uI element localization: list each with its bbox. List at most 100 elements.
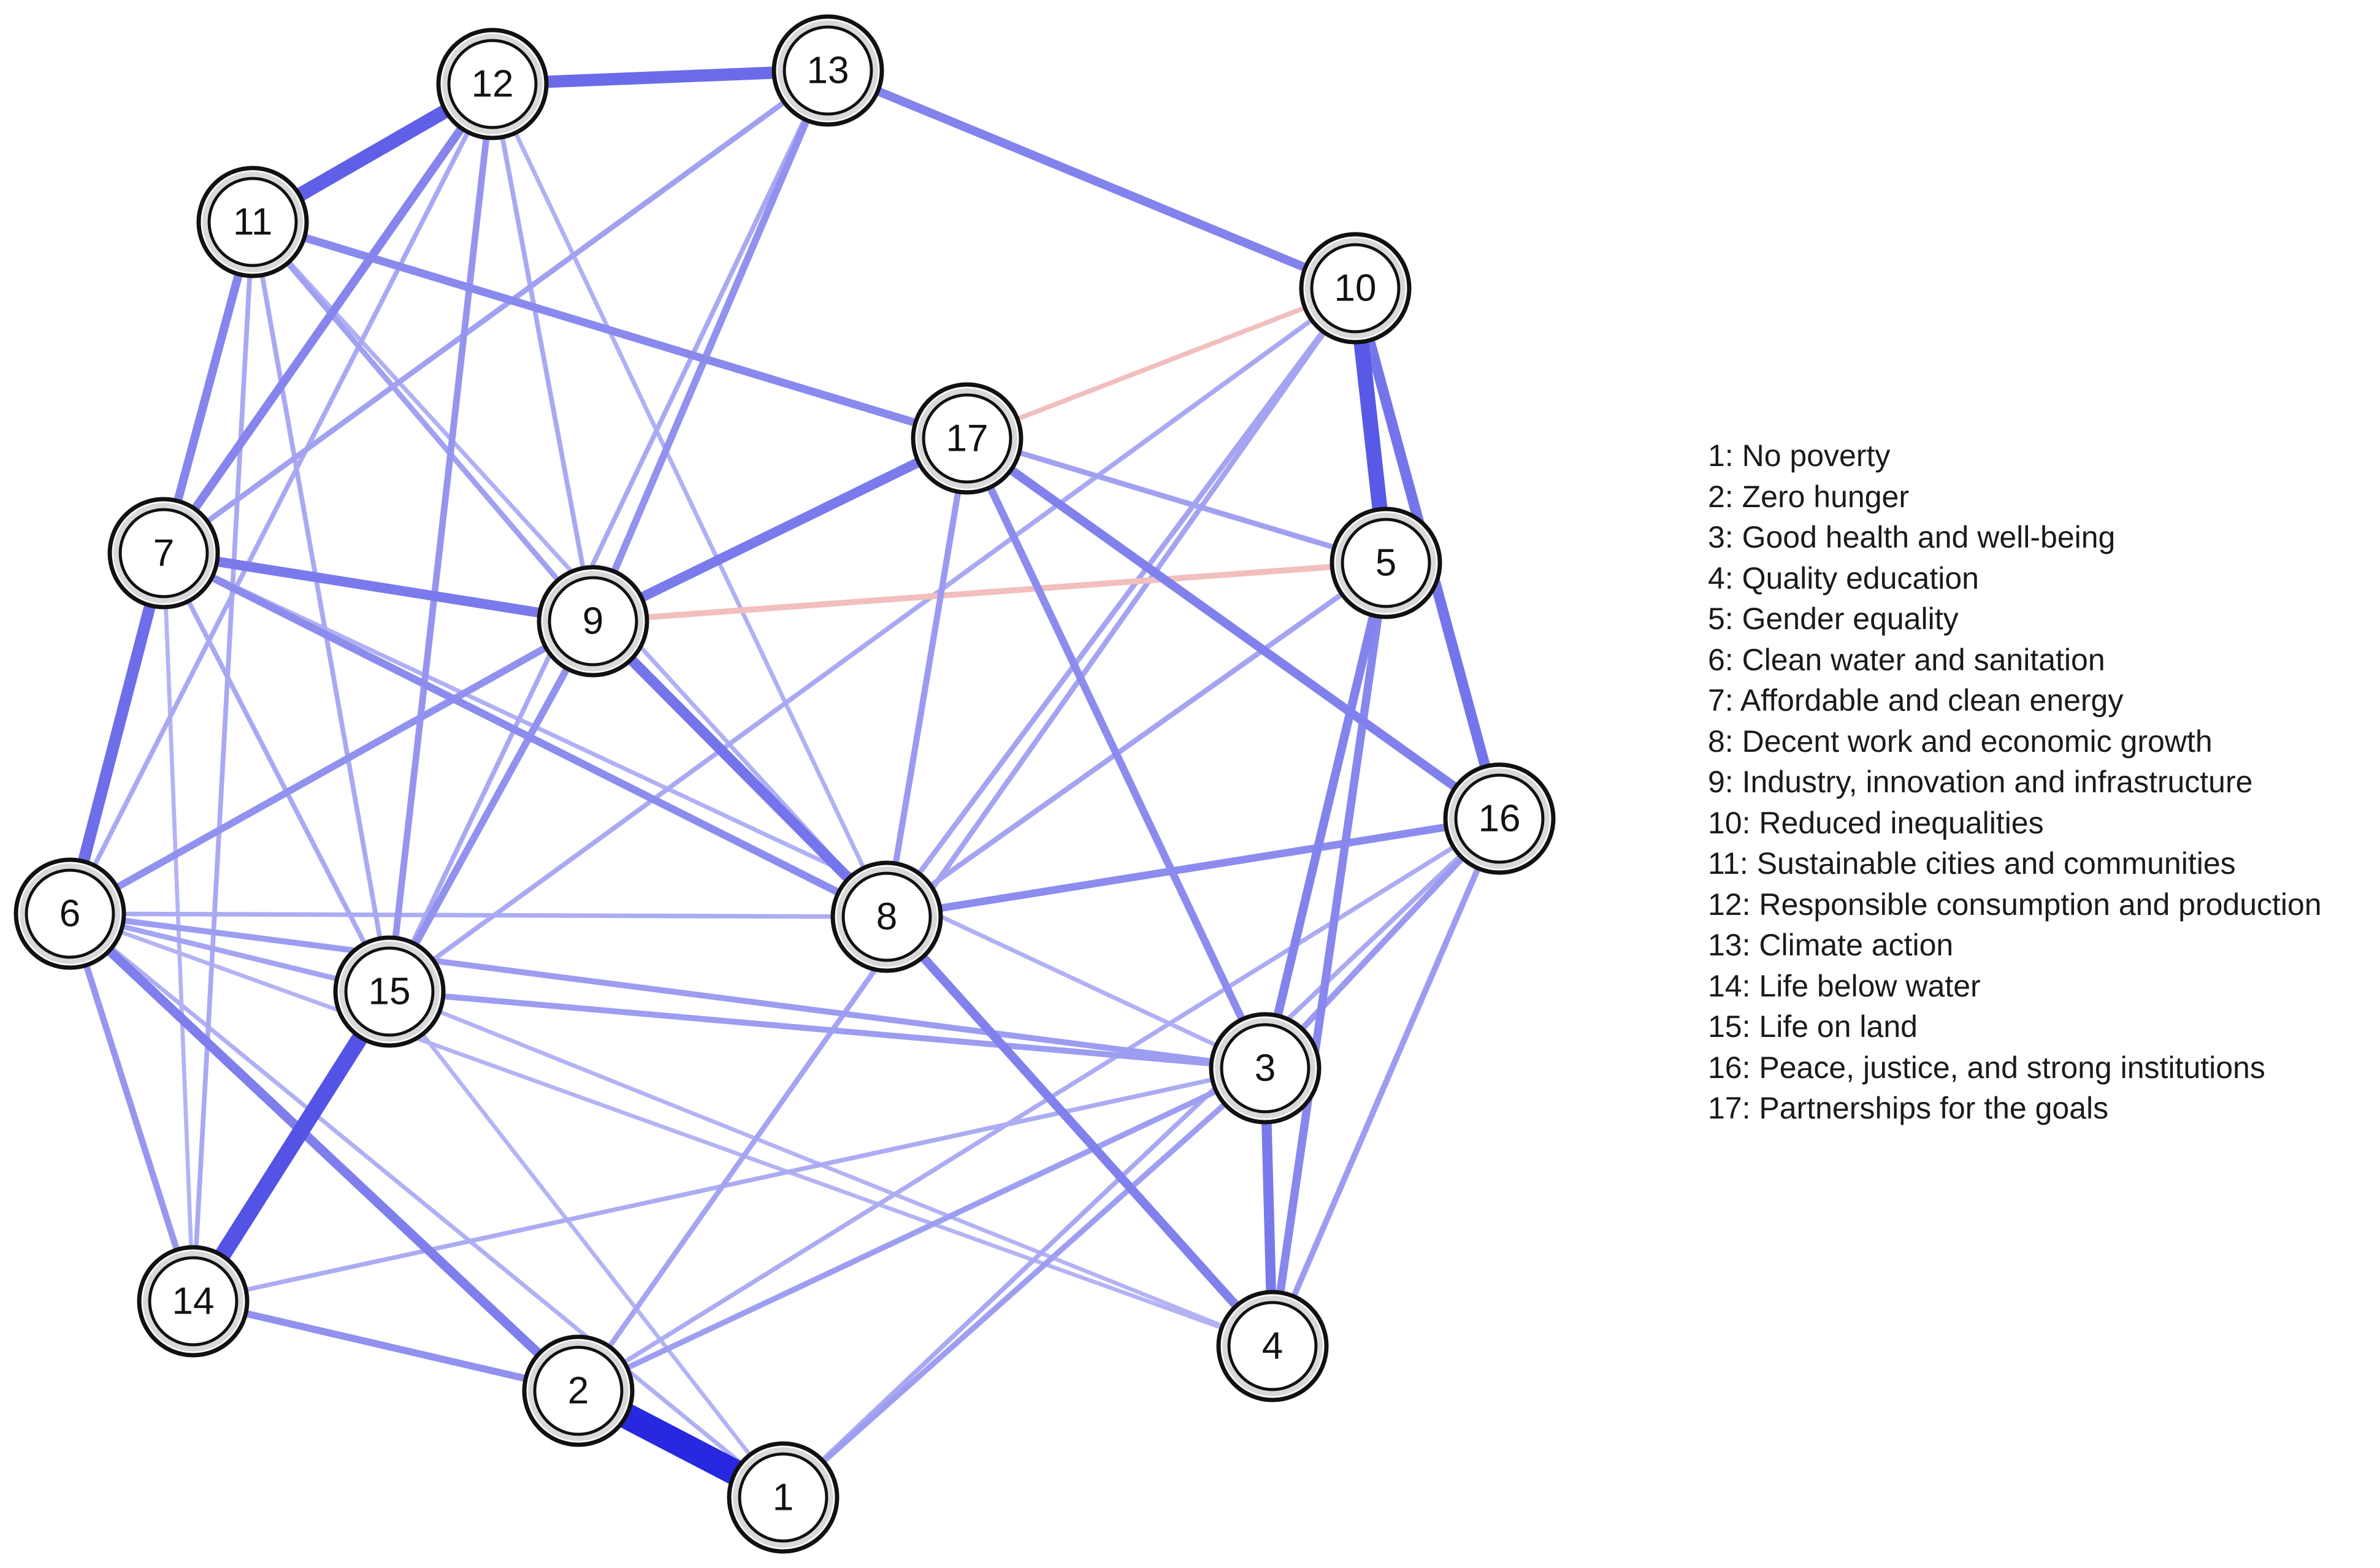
legend-item-2: 2: Zero hunger [1708,479,1909,514]
edge-9-17 [591,434,970,626]
node-13-pie-ring [778,20,878,121]
node-3-inner-circle [1220,1023,1311,1114]
node-15-inner-circle [344,946,435,1037]
node-9-label: 9 [583,600,603,643]
node-17-inner-circle [922,393,1012,484]
legend-item-14: 14: Life below water [1708,968,1981,1003]
node-8-pie-ring [836,866,937,967]
edge-6-9 [68,618,595,917]
node-17: 17 [911,382,1024,495]
edge-7-15 [161,552,392,993]
edge-8-5 [885,560,1388,919]
node-6-label: 6 [59,893,80,935]
edge-10-13 [826,66,1357,293]
legend-item-7: 7: Affordable and clean energy [1708,683,2124,717]
edge-11-17 [251,218,968,443]
edge-3-6 [69,911,1266,1071]
node-10-label: 10 [1334,267,1377,310]
edge-11-14 [191,221,255,1302]
edge-11-8 [251,220,889,919]
node-12-pie-ring [442,34,543,134]
edge-10-17 [966,286,1356,441]
edge-1-6 [68,912,785,1499]
edge-2-10 [576,286,1358,1393]
node-2-inner-circle [533,1345,624,1436]
node-10-pie-ring [1305,238,1406,338]
edge-12-15 [386,83,496,992]
node-7-pie-ring [113,503,214,603]
node-4-label: 4 [1262,1325,1283,1367]
edge-12-9 [490,83,595,622]
edge-8-9 [589,617,891,921]
edge-5-9 [592,560,1387,624]
node-10-inner-circle [1310,243,1401,334]
edge-3-16 [1263,816,1502,1071]
node-9-inner-circle [548,576,638,667]
node-8-inner-circle [841,871,932,962]
edge-3-5 [1261,562,1390,1069]
node-1-label: 1 [773,1477,794,1519]
legend-item-11: 11: Sustainable cities and communities [1708,846,2236,881]
node-9-pie-ring [543,571,643,671]
edge-3-17 [963,437,1269,1070]
node-1: 1 [727,1441,840,1554]
edges-layer [64,64,1505,1509]
edge-12-8 [490,83,889,918]
edge-8-16 [886,814,1500,921]
node-17-label: 17 [946,418,989,460]
edge-9-11 [250,220,595,623]
node-7-inner-circle [118,508,209,599]
node-4-pie-ring [1222,1296,1323,1396]
node-16: 16 [1443,762,1556,875]
node-8-label: 8 [876,896,897,938]
edge-7-3 [163,551,1266,1071]
edge-1-3 [781,1066,1268,1500]
node-16-inner-circle [1454,773,1545,864]
edge-13-15 [387,69,830,993]
node-1-inner-circle [738,1452,828,1543]
edge-2-6 [66,910,582,1394]
node-3-label: 3 [1255,1047,1276,1090]
edge-16-17 [964,435,1502,822]
node-17-pie-ring [917,388,1017,489]
legend-item-13: 13: Climate action [1708,928,1954,962]
legend-item-12: 12: Responsible consumption and producti… [1708,887,2322,922]
edge-1-16 [781,817,1501,1499]
node-13-inner-circle [782,25,873,116]
edge-15-1 [388,990,785,1499]
edge-15-4 [388,989,1274,1348]
edge-11-15 [250,221,392,992]
node-7-label: 7 [153,532,174,575]
legend-item-9: 9: Industry, innovation and infrastructu… [1708,765,2253,799]
legend-item-4: 4: Quality education [1708,560,1979,595]
node-16-label: 16 [1479,798,1521,840]
node-10: 10 [1299,232,1412,345]
node-5: 5 [1330,507,1442,619]
node-11-label: 11 [233,201,272,243]
node-15-pie-ring [339,941,440,1042]
node-11-inner-circle [207,177,298,267]
legend-item-17: 17: Partnerships for the goals [1708,1091,2109,1125]
node-14-inner-circle [148,1256,239,1347]
node-5-inner-circle [1341,518,1431,608]
edge-8-17 [884,438,970,917]
edge-4-5 [1268,562,1390,1347]
edge-3-15 [389,989,1266,1071]
node-11-pie-ring [202,172,303,272]
node-14-label: 14 [172,1280,215,1323]
legend-item-10: 10: Reduced inequalities [1708,805,2044,840]
node-2-pie-ring [528,1340,629,1441]
node-15-label: 15 [369,971,411,1013]
node-5-pie-ring [1336,513,1436,613]
node-6: 6 [13,857,126,970]
edge-14-15 [186,987,397,1306]
edge-6-8 [69,911,887,919]
node-15: 15 [333,935,446,1048]
edge-7-11 [159,221,257,554]
node-5-label: 5 [1376,542,1396,584]
node-14: 14 [137,1245,250,1358]
legend-item-8: 8: Decent work and economic growth [1708,724,2213,759]
node-7: 7 [107,497,220,610]
edge-2-14 [192,1298,580,1394]
